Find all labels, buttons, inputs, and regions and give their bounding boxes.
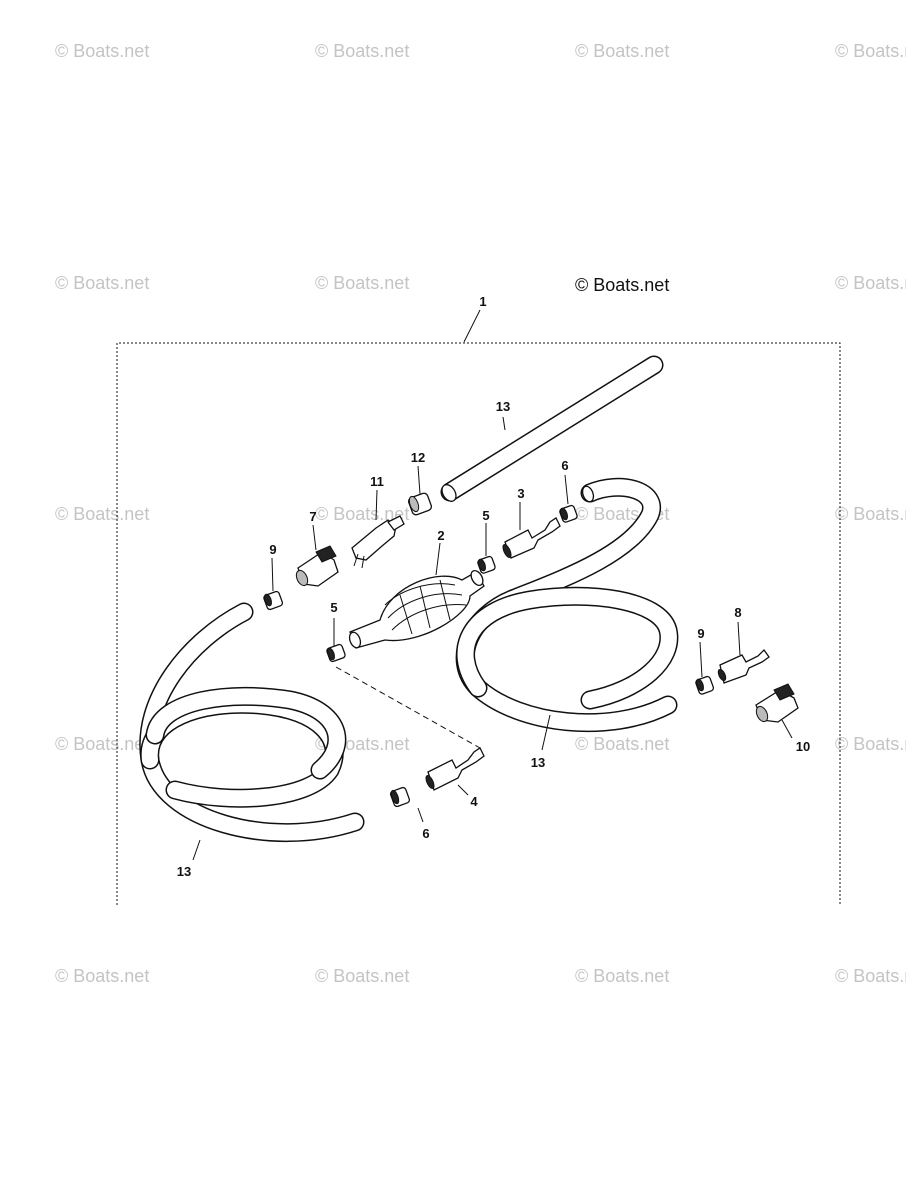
kit-boundary-box [116, 342, 841, 905]
watermark: © Boats.net [835, 966, 906, 986]
callout-7: 7 [309, 509, 316, 524]
hose-fittings [425, 517, 770, 791]
watermark-layer: © Boats.net © Boats.net © Boats.net © Bo… [55, 41, 906, 986]
watermark: © Boats.net [835, 504, 906, 524]
watermark: © Boats.net [315, 41, 409, 61]
callout-8: 8 [734, 605, 741, 620]
watermark: © Boats.net [55, 966, 149, 986]
watermark-main: © Boats.net [575, 275, 669, 295]
callout-6: 6 [561, 458, 568, 473]
watermark: © Boats.net [575, 966, 669, 986]
primer-bulb [348, 569, 485, 649]
watermark: © Boats.net [55, 504, 149, 524]
leader-line [463, 309, 481, 343]
watermark: © Boats.net [55, 41, 149, 61]
quick-connectors [295, 515, 799, 723]
watermark: © Boats.net [575, 41, 669, 61]
callout-leaders [192, 416, 793, 861]
watermark: © Boats.net [575, 734, 669, 754]
callout-9: 9 [697, 626, 704, 641]
callout-5: 5 [330, 600, 337, 615]
watermark: © Boats.net [315, 273, 409, 293]
callout-9: 9 [269, 542, 276, 557]
callout-1: 1 [479, 294, 486, 309]
watermark: © Boats.net [55, 734, 149, 754]
watermark: © Boats.net [315, 504, 409, 524]
callout-13: 13 [496, 399, 510, 414]
callout-4: 4 [470, 794, 478, 809]
routing-dash-line [335, 666, 481, 749]
callout-5: 5 [482, 508, 489, 523]
callout-12: 12 [411, 450, 425, 465]
callout-13: 13 [177, 864, 191, 879]
watermark: © Boats.net [835, 273, 906, 293]
watermark: © Boats.net [55, 273, 149, 293]
callout-3: 3 [517, 486, 524, 501]
watermark: © Boats.net [835, 734, 906, 754]
watermark: © Boats.net [835, 41, 906, 61]
straight-hose [440, 355, 664, 502]
callout-labels: 1 2 3 4 5 5 6 6 7 8 9 9 10 11 12 13 13 1… [177, 294, 810, 879]
watermark: © Boats.net [315, 966, 409, 986]
callout-2: 2 [437, 528, 444, 543]
callout-13: 13 [531, 755, 545, 770]
callout-11: 11 [370, 474, 384, 489]
left-coiled-hose [139, 602, 365, 842]
callout-10: 10 [796, 739, 810, 754]
hose-clamps [263, 492, 715, 808]
callout-6: 6 [422, 826, 429, 841]
